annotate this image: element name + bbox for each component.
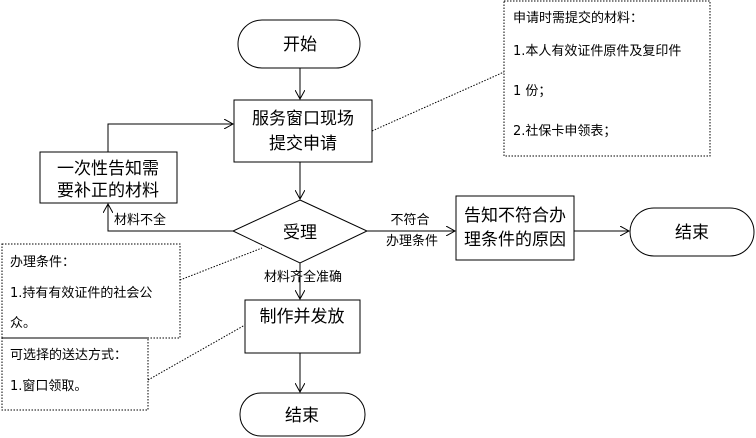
- note-delivery-line-1: 1.窗口领取。: [10, 378, 87, 394]
- edge-accept-notify: [108, 204, 233, 232]
- submit-label-1: 服务窗口现场: [252, 109, 354, 129]
- note-materials-connector: [371, 71, 505, 132]
- edge-label-complete: 材料齐全准确: [264, 269, 342, 285]
- edge-label-incomplete: 材料不全: [114, 212, 166, 228]
- end-right-label: 结束: [675, 223, 709, 243]
- edge-notify-submit: [107, 124, 233, 152]
- note-delivery: [1, 337, 149, 411]
- produce-box: [244, 299, 361, 354]
- start-label: 开始: [283, 35, 317, 55]
- notify-reject-label-1: 告知不符合办: [464, 206, 566, 226]
- edge-label-not-qualified-1: 不符合: [390, 212, 429, 228]
- start-terminal: [237, 19, 361, 69]
- note-conditions: [1, 243, 181, 339]
- accept-label: 受理: [283, 223, 317, 243]
- produce-label: 制作并发放: [260, 307, 345, 327]
- note-conditions-title: 办理条件：: [10, 254, 75, 270]
- end-right-terminal: [629, 207, 755, 257]
- note-materials-line-1: 1.本人有效证件原件及复印件: [513, 44, 681, 59]
- end-bottom-terminal: [239, 392, 366, 437]
- edge-label-not-qualified-2: 办理条件: [386, 233, 438, 249]
- notify-reject-label-2: 理条件的原因: [464, 230, 566, 250]
- note-delivery-title: 可选择的送达方式：: [10, 347, 127, 363]
- note-materials-line-2: 1 份；: [513, 84, 551, 99]
- note-materials-title: 申请时需提交的材料：: [513, 10, 643, 26]
- end-bottom-label: 结束: [285, 406, 319, 426]
- note-conditions-connector: [179, 247, 263, 281]
- note-conditions-line-2: 众。: [10, 316, 36, 331]
- note-delivery-connector: [147, 324, 246, 381]
- notify-missing-label-2: 要补正的材料: [57, 181, 159, 201]
- accept-diamond: [231, 199, 369, 264]
- notify-missing-box: [39, 151, 178, 204]
- notify-missing-label-1: 一次性告知需: [57, 159, 159, 179]
- note-materials-line-3: 2.社保卡申领表；: [513, 123, 616, 139]
- note-conditions-line-1: 1.持有有效证件的社会公: [10, 285, 152, 301]
- submit-label-2: 提交申请: [269, 134, 337, 154]
- notify-reject-box: [455, 195, 575, 261]
- note-materials: [503, 0, 711, 157]
